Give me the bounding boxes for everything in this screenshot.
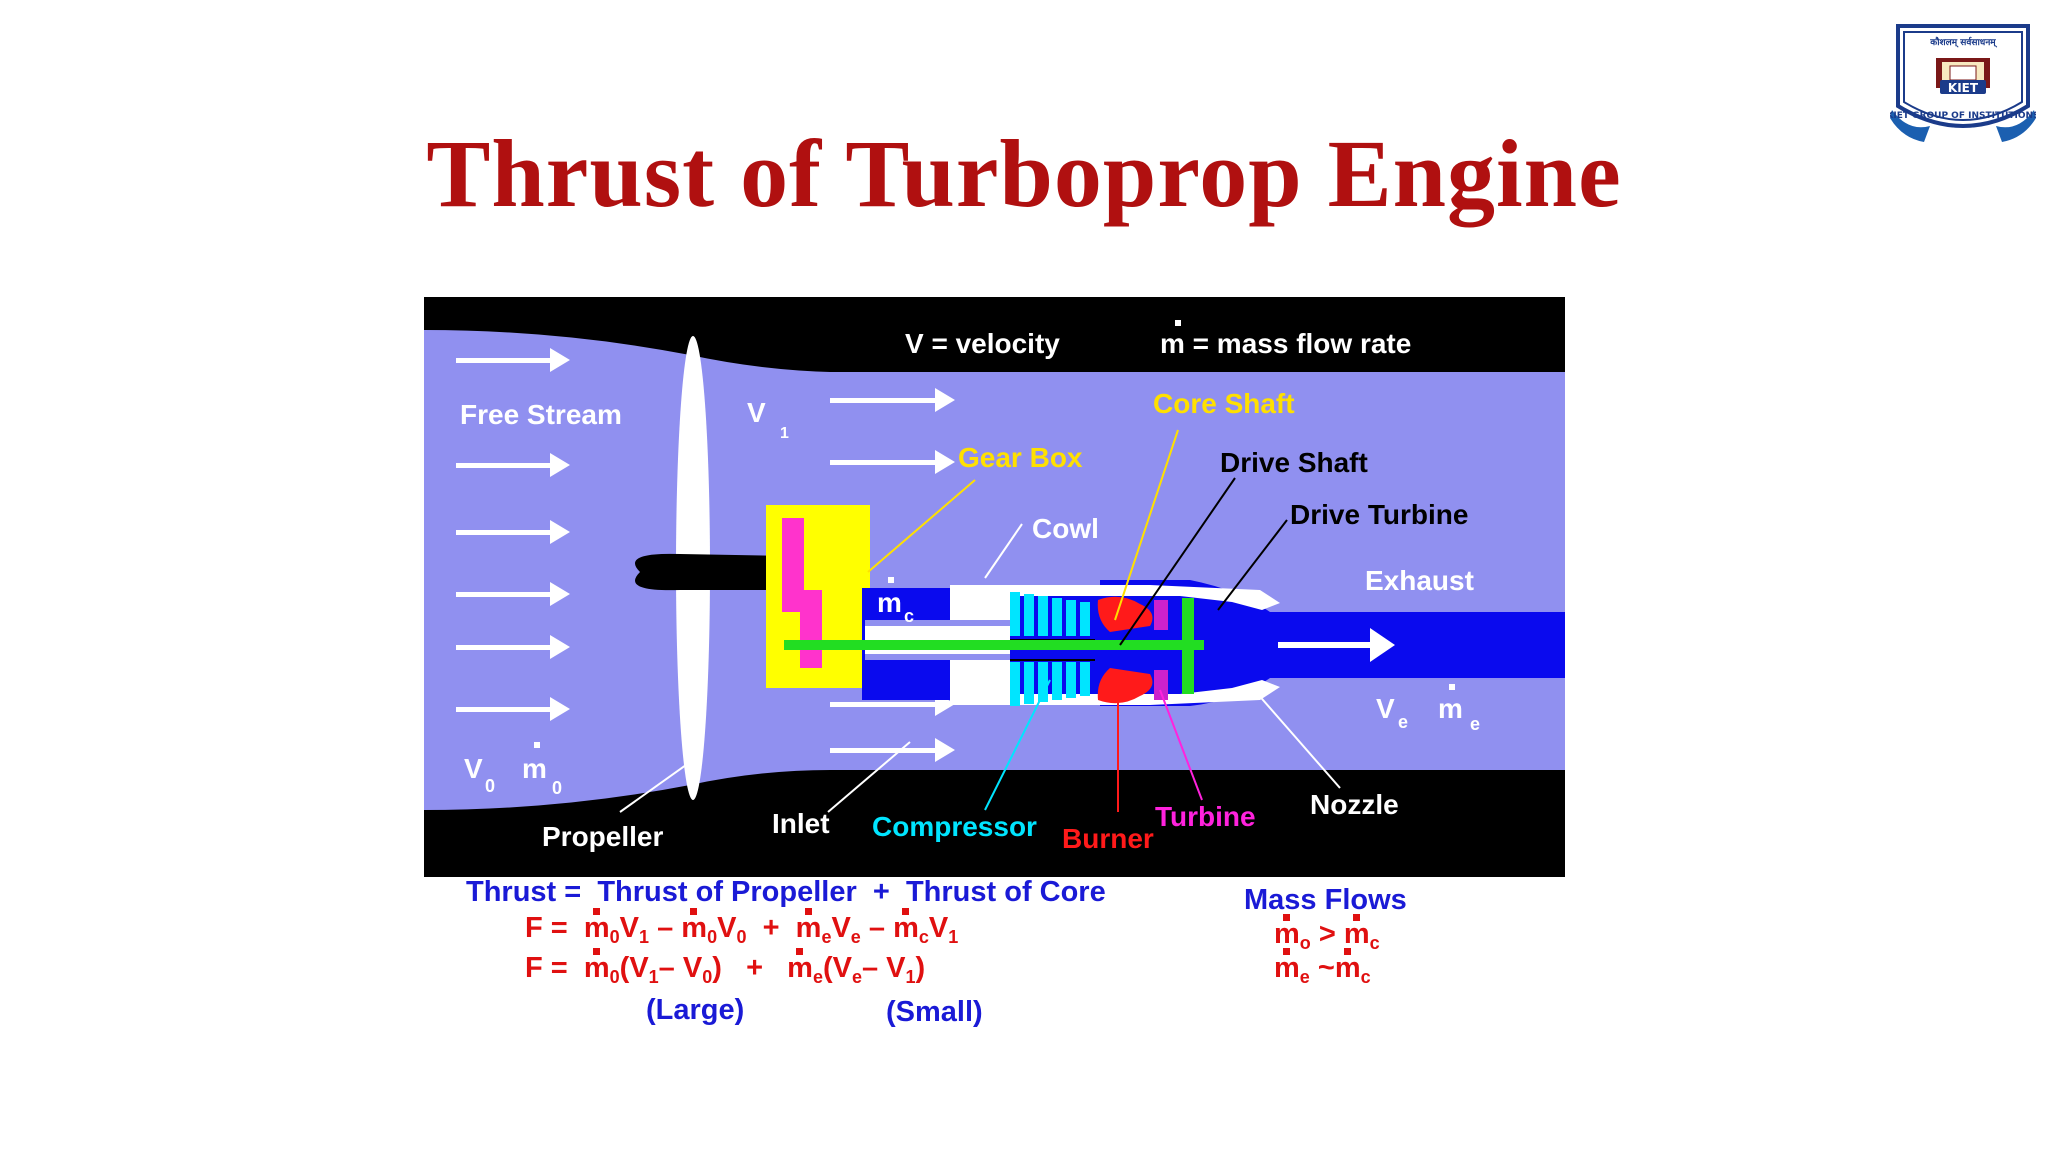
nozzle-label: Nozzle [1310,789,1399,820]
compressor-label: Compressor [872,811,1037,842]
velocity-definition: V = velocity [905,328,1060,359]
slide-title: Thrust of Turboprop Engine [426,120,1622,227]
propeller-spinner [635,553,790,591]
gear [782,518,822,668]
thrust-equation-words: Thrust = Thrust of Propeller + Thrust of… [466,876,1106,908]
logo-motto: कौशलम् सर्वसाधनम् [1929,36,1997,48]
leader-magenta [1159,689,1203,801]
gear-box-label: Gear Box [958,442,1083,473]
free-stream-label: Free Stream [460,399,622,430]
kiet-logo: कौशलम् सर्वसाधनम् KIET KIET GROUP OF INS… [1890,24,2036,142]
turbine-upper [1154,600,1168,630]
mass-flows-title: Mass Flows [1244,884,1407,916]
thrust-equation-expanded: F = m0V1 – m0V0 + meVe – mcV1 [525,908,959,947]
v0-subscript: 0 [485,776,495,796]
note-small: (Small) [886,996,983,1028]
compressor [1010,592,1090,706]
exhaust-label: Exhaust [1365,565,1474,596]
thrust-equation-factored: F = m0(V1– V0) + me(Ve– V1) [525,948,926,987]
m0-subscript: 0 [552,778,562,798]
drive-shaft [784,640,1204,650]
turbine-label: Turbine [1155,801,1256,832]
leader-cyan [984,679,1051,811]
burner-lower [1097,668,1153,704]
me-subscript: e [1470,714,1480,734]
logo-ring-text: KIET GROUP OF INSTITUTIONS [1890,111,2036,121]
cowl-label: Cowl [1032,513,1099,544]
flow-field [424,330,1565,810]
leader-white [619,523,1341,813]
mass-flows-relation-1: mo > mc [1274,914,1380,953]
me-label: m [1438,693,1463,724]
logo-name: KIET [1948,81,1979,95]
mass-flow-definition: m = mass flow rate [1160,328,1411,359]
ve-label: V [1376,693,1395,724]
core-flow [862,580,1565,706]
m0-label: m [522,753,547,784]
v1-label: V [747,397,766,428]
exhaust-arrow [1278,628,1395,662]
burner-label: Burner [1062,823,1154,854]
core-shaft-label: Core Shaft [1153,388,1295,419]
propeller-label: Propeller [542,821,663,852]
mc-subscript: c [904,606,914,626]
drive-turbine-label: Drive Turbine [1290,499,1468,530]
free-stream-arrows [456,348,570,721]
turbine-lower [1154,670,1168,700]
drive-shaft-label: Drive Shaft [1220,447,1368,478]
note-large: (Large) [646,994,745,1026]
leader-black [1119,477,1288,646]
mc-label: m [877,587,902,618]
leader-yellow [867,429,1179,621]
burner-upper [1097,596,1153,632]
v1-subscript: 1 [780,425,789,442]
mass-flows-relation-2: me ~mc [1274,948,1371,987]
ve-subscript: e [1398,712,1408,732]
mass-dot [1175,320,1181,326]
inlet-label: Inlet [772,808,830,839]
v0-label: V [464,753,483,784]
